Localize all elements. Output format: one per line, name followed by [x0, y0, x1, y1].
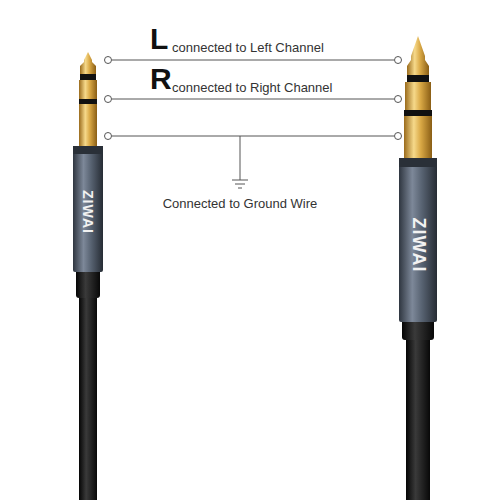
line-end-dot	[105, 96, 112, 103]
channel-letter: R	[150, 64, 172, 94]
left-cable	[79, 290, 97, 500]
left-ring	[79, 80, 97, 99]
ground-symbol	[232, 180, 248, 181]
right-cable	[406, 320, 430, 500]
right-shell-collar	[399, 158, 437, 167]
right-channel-line	[112, 99, 394, 100]
left-insulator	[80, 74, 96, 80]
brand-mark: ZIWAI	[81, 190, 95, 234]
right-sleeve	[404, 116, 432, 158]
channel-note: connected to Left Channel	[172, 41, 324, 54]
left-tip	[80, 52, 96, 74]
right-shell	[399, 158, 437, 322]
right-insulator	[407, 75, 429, 82]
left-strain-relief	[76, 268, 100, 298]
line-end-dot	[395, 57, 402, 64]
ground-drop	[240, 136, 241, 180]
line-end-dot	[105, 133, 112, 140]
right-insulator	[404, 110, 432, 116]
line-end-dot	[395, 133, 402, 140]
channel-note: connected to Right Channel	[172, 81, 332, 94]
ground-line	[112, 136, 394, 137]
ground-symbol	[238, 188, 242, 189]
left-insulator	[79, 99, 97, 104]
left-sleeve	[79, 104, 97, 146]
brand-mark: ZIWAI	[409, 218, 427, 273]
line-end-dot	[105, 57, 112, 64]
ground-symbol	[235, 184, 245, 185]
left-channel-line	[112, 60, 394, 61]
ground-note: Connected to Ground Wire	[163, 197, 318, 210]
right-ring	[405, 82, 431, 110]
left-shell-collar	[73, 146, 103, 154]
left-shell	[73, 146, 103, 272]
channel-letter: L	[150, 24, 168, 54]
right-tip	[407, 36, 429, 75]
line-end-dot	[395, 96, 402, 103]
